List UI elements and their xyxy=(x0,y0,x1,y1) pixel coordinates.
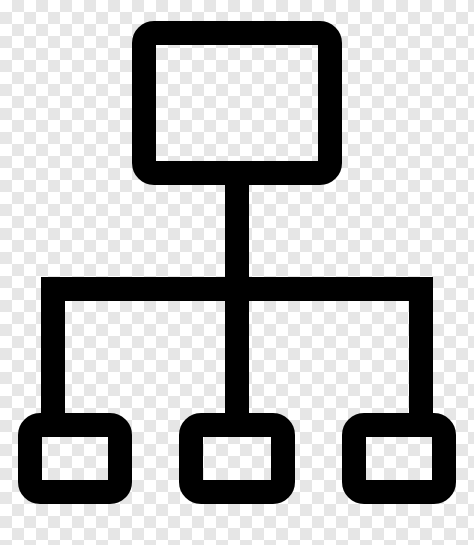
child-node-left xyxy=(18,413,132,504)
child-node-right xyxy=(342,413,456,504)
root-node-box xyxy=(132,21,342,185)
branch-line xyxy=(41,277,433,425)
child-node-middle xyxy=(179,413,295,504)
